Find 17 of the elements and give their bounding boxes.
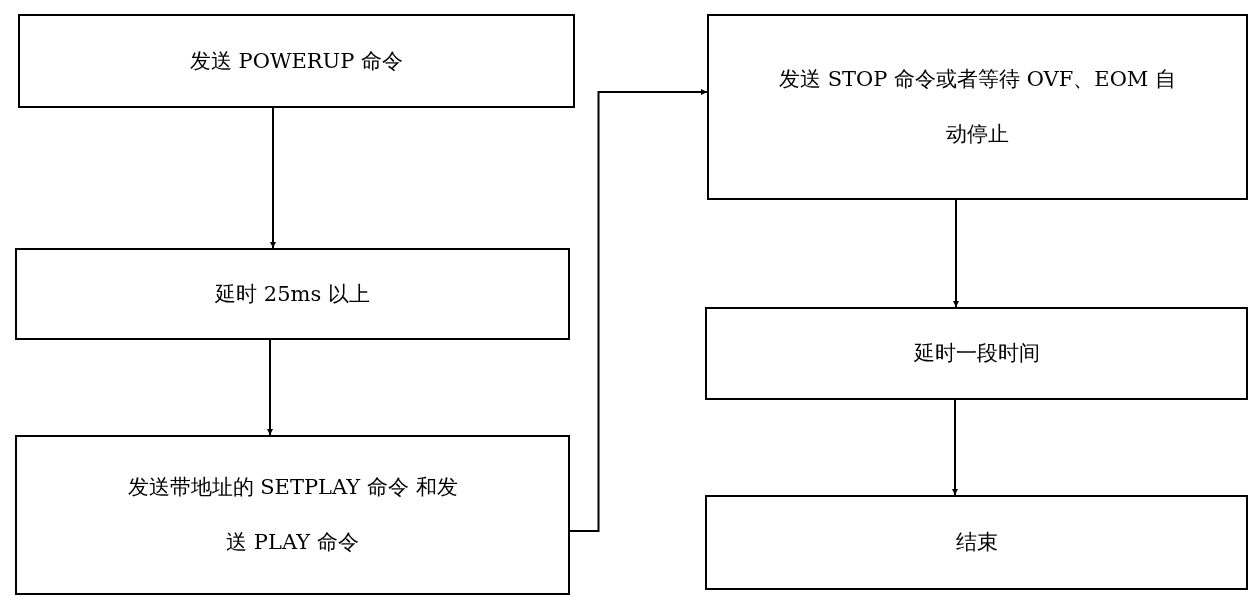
process-box xyxy=(15,435,570,595)
step-text: 延时一段时间 xyxy=(913,340,1040,368)
process-box xyxy=(705,495,1248,590)
process-box xyxy=(18,14,575,108)
step-text: 发送 POWERUP 命令 xyxy=(189,47,404,75)
arrow xyxy=(569,89,708,532)
step-text: 延时 25ms 以上 xyxy=(215,280,370,308)
arrow xyxy=(953,199,959,308)
step-text: 发送 STOP 命令或者等待 OVF、EOM 自动停止 xyxy=(777,66,1178,148)
step-text: 发送带地址的 SETPLAY 命令 和发送 PLAY 命令 xyxy=(127,474,458,556)
arrow xyxy=(270,107,276,249)
arrow xyxy=(952,399,958,496)
step-text: 结束 xyxy=(955,529,998,557)
process-box xyxy=(707,14,1248,200)
arrow xyxy=(267,339,273,436)
process-box xyxy=(15,248,570,340)
process-box xyxy=(705,307,1248,400)
